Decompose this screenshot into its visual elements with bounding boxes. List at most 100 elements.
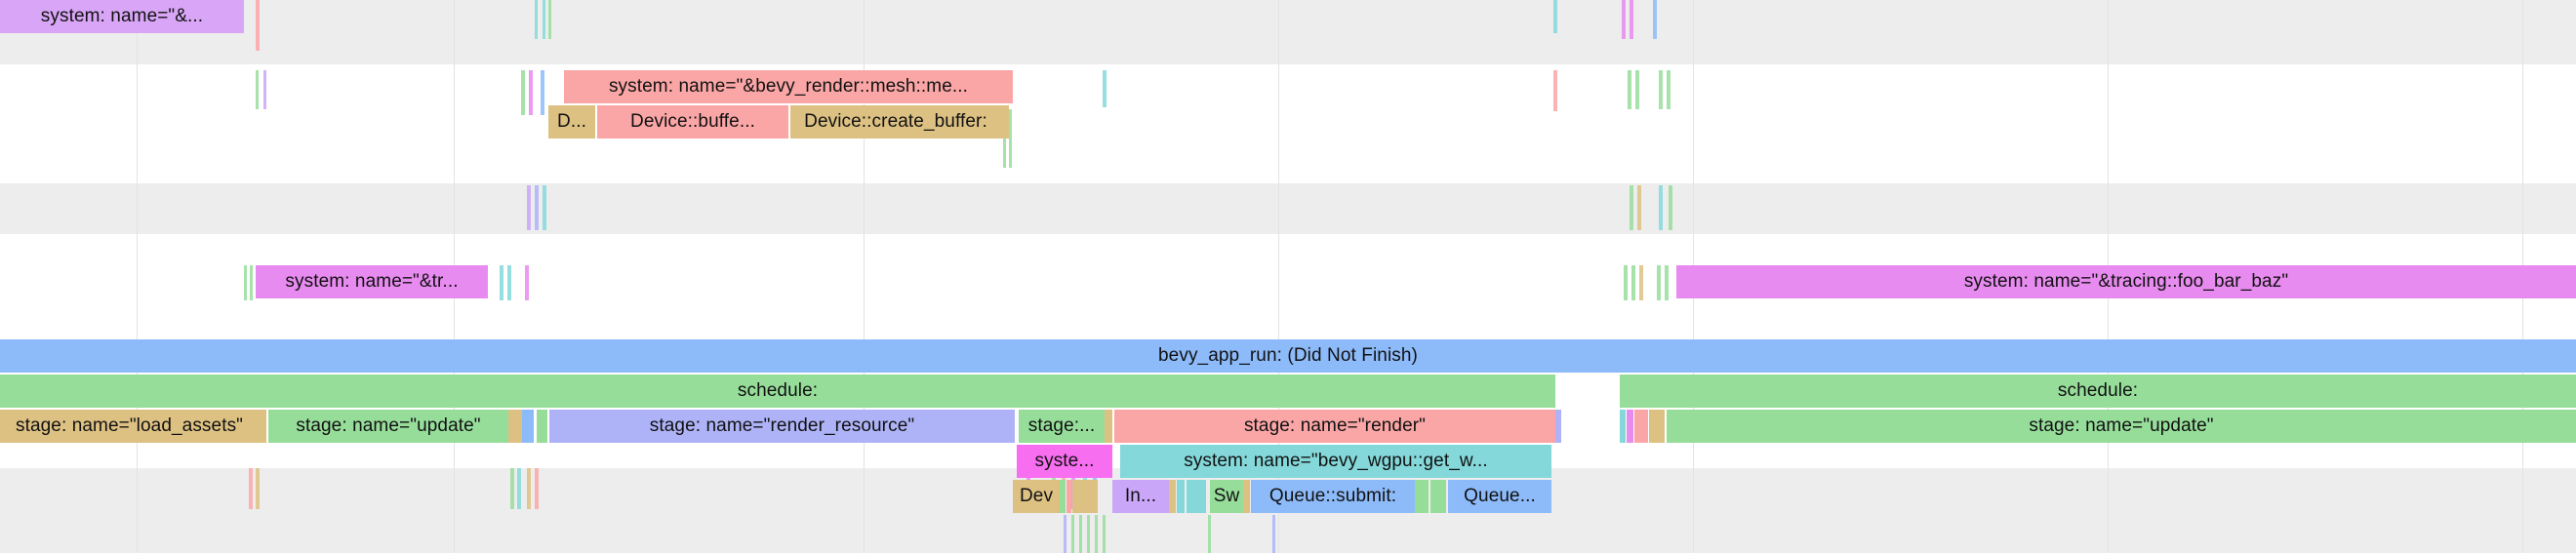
micro-span-56[interactable] (1208, 515, 1211, 553)
span-stage-render-label: stage: name="render" (1243, 415, 1427, 436)
micro-span-34[interactable] (1631, 265, 1635, 300)
span-stage-render-resource[interactable]: stage: name="render_resource" (549, 410, 1015, 443)
span-schedule-left[interactable]: schedule: (0, 375, 1555, 408)
span-device-truncated[interactable]: D... (548, 105, 595, 138)
micro-span-13[interactable] (1103, 70, 1107, 107)
span-stage-gap-green-1[interactable] (537, 410, 547, 443)
span-dev-tail-1[interactable] (1060, 480, 1066, 513)
span-schedule-right[interactable]: schedule: (1620, 375, 2576, 408)
micro-span-32[interactable] (525, 265, 529, 300)
micro-span-10[interactable] (521, 70, 525, 115)
span-stage-truncated[interactable]: stage:... (1019, 410, 1105, 443)
micro-span-8[interactable] (256, 70, 259, 109)
span-stage-load-assets[interactable]: stage: name="load_assets" (0, 410, 259, 443)
span-queue-submit[interactable]: Queue::submit: (1251, 480, 1415, 513)
span-sw-tail[interactable] (1243, 480, 1250, 513)
span-system-amp-truncated-top[interactable]: system: name="&... (0, 0, 244, 33)
span-dev[interactable]: Dev (1013, 480, 1060, 513)
span-bevy-app-run[interactable]: bevy_app_run: (Did Not Finish) (0, 339, 2576, 373)
micro-span-4[interactable] (1553, 0, 1557, 33)
micro-span-55[interactable] (1103, 515, 1106, 553)
micro-span-7[interactable] (1653, 0, 1657, 39)
span-stage-update-left[interactable]: stage: name="update" (268, 410, 508, 443)
span-stage-render-tail[interactable] (1555, 410, 1561, 443)
span-dev-tail-3[interactable] (1072, 480, 1098, 513)
micro-span-57[interactable] (1272, 515, 1275, 553)
span-stage-gap-blue-1[interactable] (522, 410, 534, 443)
micro-span-20[interactable] (1009, 109, 1012, 168)
micro-span-52[interactable] (1079, 515, 1082, 553)
micro-span-27[interactable] (1669, 185, 1672, 230)
gridline-3 (1278, 0, 1279, 553)
span-stage-update-right-lead-3[interactable] (1634, 410, 1648, 443)
span-stage-update-right-lead-2[interactable] (1627, 410, 1633, 443)
micro-span-12[interactable] (541, 70, 544, 115)
micro-span-11[interactable] (529, 70, 533, 115)
micro-span-28[interactable] (244, 265, 247, 300)
micro-span-51[interactable] (1071, 515, 1074, 553)
span-device-create-buffer-tail[interactable] (1001, 105, 1009, 138)
micro-span-30[interactable] (500, 265, 503, 300)
span-sw[interactable]: Sw (1210, 480, 1243, 513)
micro-span-15[interactable] (1628, 70, 1631, 109)
span-stage-update-left-tail[interactable] (508, 410, 522, 443)
micro-span-24[interactable] (1630, 185, 1633, 230)
span-in-tail-1[interactable] (1169, 480, 1176, 513)
micro-span-38[interactable] (249, 468, 253, 509)
micro-span-18[interactable] (1667, 70, 1670, 109)
micro-span-39[interactable] (256, 468, 260, 509)
micro-span-21[interactable] (527, 185, 531, 230)
span-queue-submit-label: Queue::submit: (1268, 486, 1397, 506)
micro-span-33[interactable] (1624, 265, 1628, 300)
span-bevy-render-mesh[interactable]: system: name="&bevy_render::mesh::me... (564, 70, 1013, 103)
micro-span-25[interactable] (1637, 185, 1641, 230)
span-stage-render[interactable]: stage: name="render" (1114, 410, 1555, 443)
span-system-tracing-truncated[interactable]: system: name="&tr... (256, 265, 488, 298)
micro-span-43[interactable] (535, 468, 539, 509)
micro-span-1[interactable] (535, 0, 538, 39)
span-queue-submit-tail-1[interactable] (1415, 480, 1429, 513)
span-device-create-buffer[interactable]: Device::create_buffer: (790, 105, 1001, 138)
span-queue-submit-tail-2[interactable] (1430, 480, 1446, 513)
micro-span-50[interactable] (1064, 515, 1067, 553)
micro-span-16[interactable] (1635, 70, 1639, 109)
micro-span-3[interactable] (548, 0, 551, 39)
span-stage-divider-tan[interactable] (1105, 410, 1112, 443)
micro-span-5[interactable] (1622, 0, 1626, 39)
span-system-bevy-wgpu-get-w[interactable]: system: name="bevy_wgpu::get_w... (1120, 445, 1551, 478)
span-in-tail-2[interactable] (1177, 480, 1185, 513)
span-dev-tail-2[interactable] (1067, 480, 1071, 513)
span-stage-update-right-lead-1[interactable] (1620, 410, 1626, 443)
span-device-buffer[interactable]: Device::buffe... (597, 105, 788, 138)
micro-span-40[interactable] (510, 468, 514, 509)
micro-span-6[interactable] (1630, 0, 1633, 39)
span-queue-truncated[interactable]: Queue... (1448, 480, 1551, 513)
micro-span-29[interactable] (250, 265, 253, 300)
micro-span-19[interactable] (1003, 109, 1006, 168)
micro-span-42[interactable] (527, 468, 531, 509)
micro-span-23[interactable] (543, 185, 546, 230)
micro-span-35[interactable] (1639, 265, 1643, 300)
span-in-truncated[interactable]: In... (1112, 480, 1169, 513)
micro-span-37[interactable] (1665, 265, 1669, 300)
micro-span-41[interactable] (517, 468, 521, 509)
micro-span-36[interactable] (1657, 265, 1661, 300)
span-syste-truncated[interactable]: syste... (1017, 445, 1112, 478)
micro-span-0[interactable] (256, 0, 260, 51)
span-stage-update-right[interactable]: stage: name="update" (1667, 410, 2576, 443)
micro-span-17[interactable] (1659, 70, 1663, 109)
micro-span-26[interactable] (1659, 185, 1663, 230)
micro-span-53[interactable] (1087, 515, 1090, 553)
micro-span-14[interactable] (1553, 70, 1557, 111)
micro-span-9[interactable] (263, 70, 266, 109)
micro-span-54[interactable] (1095, 515, 1098, 553)
micro-span-2[interactable] (543, 0, 545, 39)
micro-span-22[interactable] (535, 185, 539, 230)
span-system-tracing-foo-bar-baz[interactable]: system: name="&tracing::foo_bar_baz" (1676, 265, 2576, 298)
span-stage-update-right-lead-4[interactable] (1649, 410, 1665, 443)
band-row-2 (0, 64, 2576, 183)
span-stage-load-assets-tail[interactable] (259, 410, 266, 443)
micro-span-31[interactable] (507, 265, 511, 300)
span-in-tail-3[interactable] (1187, 480, 1206, 513)
